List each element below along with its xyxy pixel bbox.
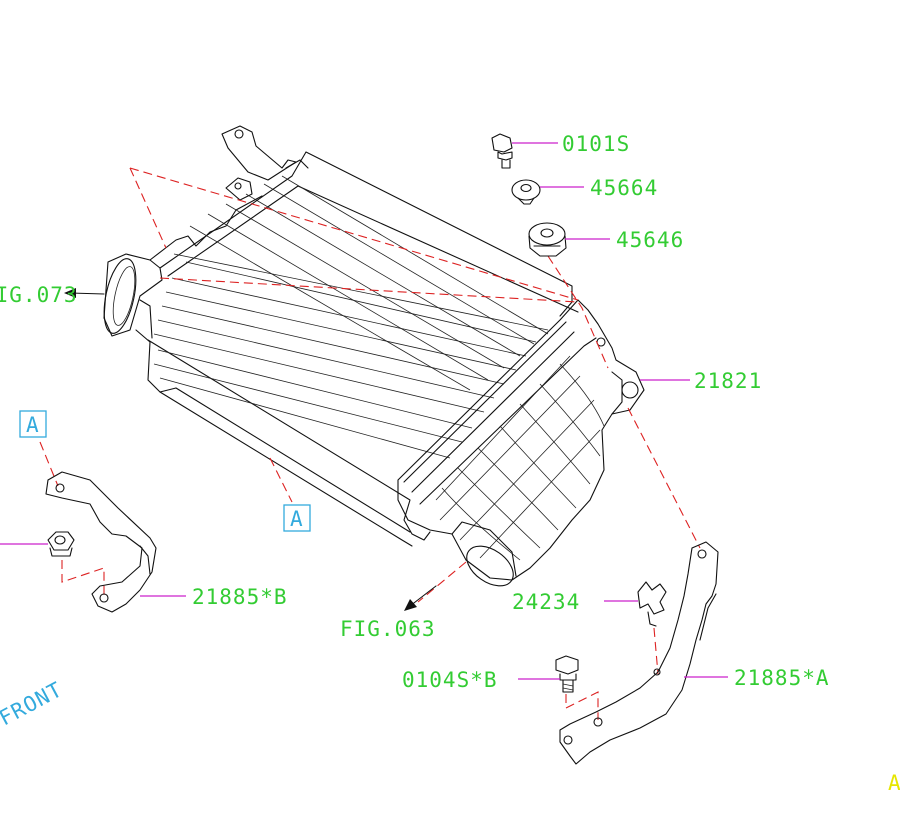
label-21885a[interactable]: 21885*A	[734, 666, 830, 690]
arrow-fig073	[64, 288, 105, 298]
label-front: FRONT	[0, 677, 67, 730]
tank-ribs	[435, 355, 605, 561]
label-0101s[interactable]: 0101S	[562, 132, 630, 156]
label-45646[interactable]: 45646	[616, 228, 684, 252]
label-45664[interactable]: 45664	[590, 176, 658, 200]
clip-24234[interactable]	[637, 581, 667, 627]
bushing-45646[interactable]	[528, 222, 567, 257]
leader-lines	[0, 142, 728, 680]
ref-box-a-center	[283, 504, 311, 532]
bolt-0104sb[interactable]	[555, 655, 579, 693]
core-fins	[153, 175, 549, 459]
bracket-21885a[interactable]	[559, 541, 719, 765]
label-ref-a-left: A	[26, 413, 40, 437]
label-0104sb[interactable]: 0104S*B	[402, 668, 498, 692]
label-21821[interactable]: 21821	[694, 369, 762, 393]
washer-45664[interactable]	[511, 179, 541, 205]
bolt-0101s[interactable]	[491, 133, 513, 169]
label-24234[interactable]: 24234	[512, 590, 580, 614]
label-ref-a-center: A	[290, 507, 304, 531]
label-corner-a: A	[888, 771, 900, 795]
nut-left[interactable]	[47, 531, 75, 557]
intercooler-21821[interactable]	[98, 125, 645, 594]
label-fig063[interactable]: FIG.063	[340, 617, 436, 641]
label-fig073[interactable]: FIG.073	[0, 283, 78, 307]
ref-box-a-left	[19, 410, 47, 438]
label-21885b[interactable]: 21885*B	[192, 585, 288, 609]
dashed-reference-lines	[39, 167, 701, 720]
arrow-fig063	[404, 585, 437, 611]
part-labels: 0101S 45664 45646 21821 21885*B 24234 01…	[0, 132, 900, 795]
bracket-21885b[interactable]	[45, 471, 157, 613]
